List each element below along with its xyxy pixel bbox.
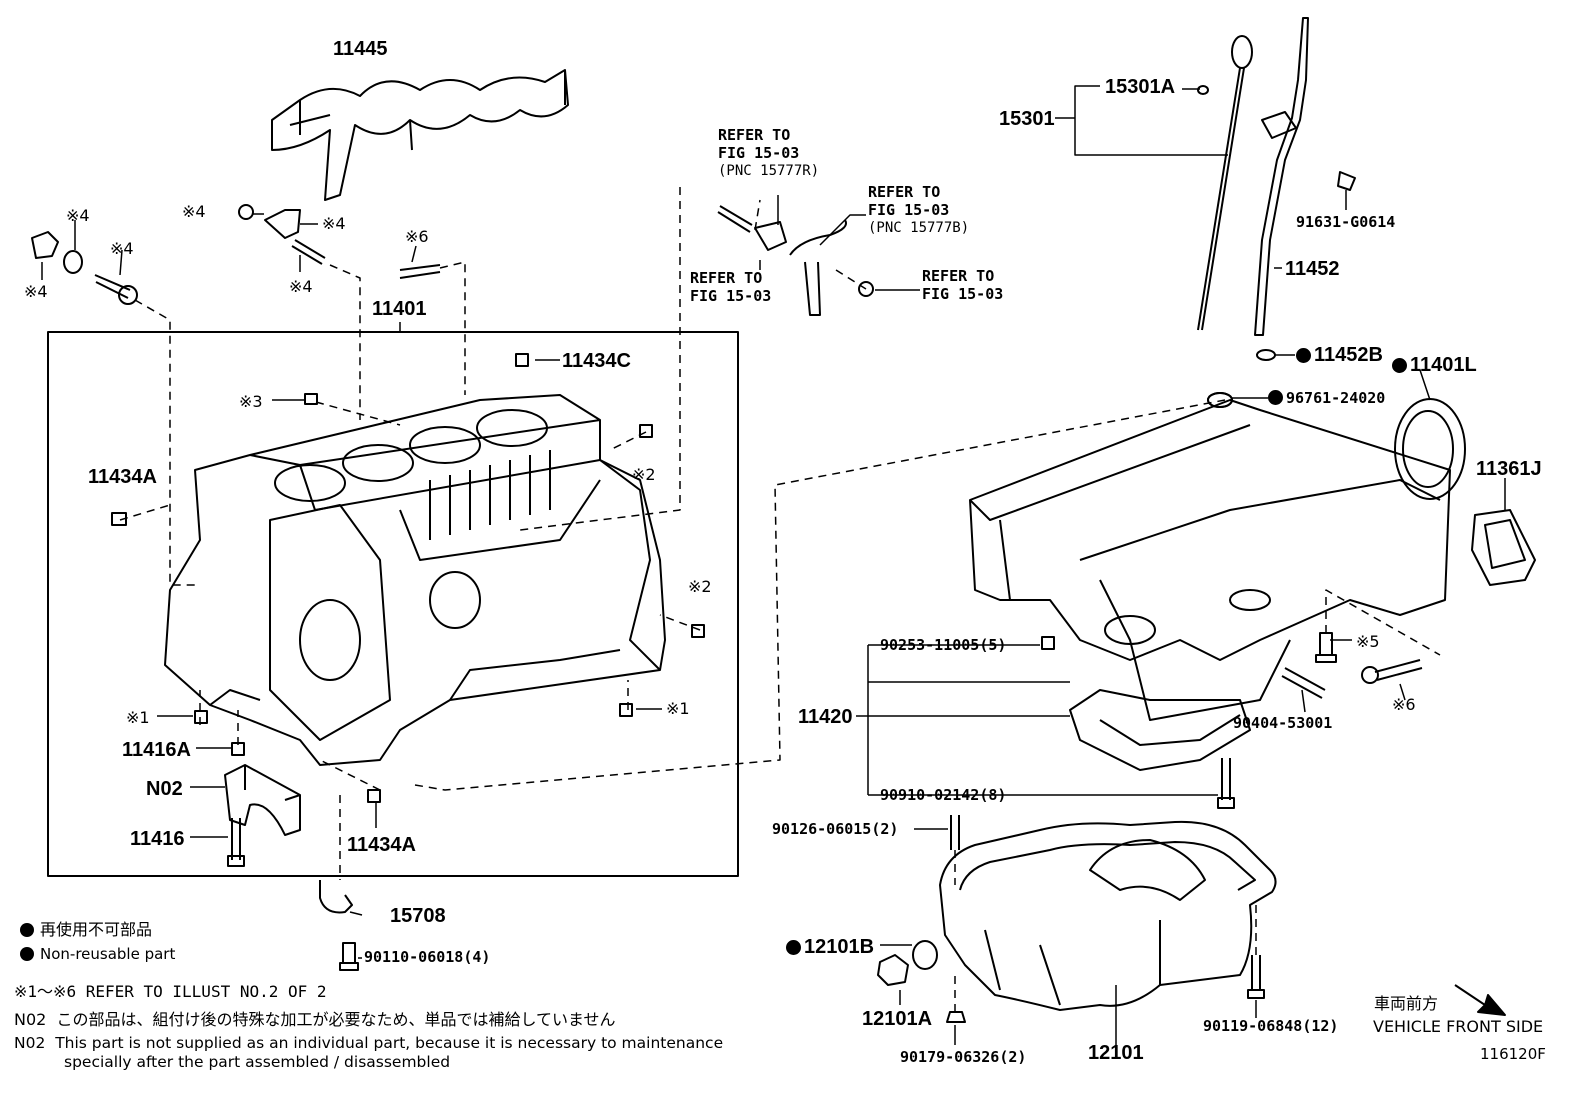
part-label-90404[interactable]: 90404-53001: [1233, 714, 1333, 732]
ref-mark-4: ※4: [110, 239, 134, 258]
part-label-90126[interactable]: 90126-06015(2): [772, 820, 899, 838]
insulator-11445-drawing: [271, 69, 569, 201]
part-label-11401l[interactable]: 11401L: [1392, 354, 1477, 376]
cylinder-block-11401-drawing: [164, 394, 666, 766]
ref-mark-4: ※4: [289, 277, 313, 296]
refer-to-fig-nut[interactable]: REFER TO FIG 15-03: [922, 267, 1004, 303]
non-reusable-dot-icon: [20, 923, 34, 937]
part-label-11420[interactable]: 11420: [798, 706, 853, 728]
bolt-90110-drawing: [339, 942, 359, 971]
n02-note-en: N02 This part is not supplied as an indi…: [14, 1034, 724, 1052]
leader-lines: [41, 85, 1506, 1045]
part-label-11416a[interactable]: 11416A: [122, 739, 191, 761]
refer-to-fig-15777r[interactable]: REFER TO FIG 15-03 (PNC 15777R): [718, 126, 820, 179]
ref-mark-6: ※6: [1392, 695, 1416, 714]
part-label-90253[interactable]: 90253-11005(5): [880, 636, 1007, 654]
ref-mark-4: ※4: [66, 206, 90, 225]
oil-jet-15708-drawing: [319, 880, 353, 914]
part-label-96761[interactable]: 96761-24020: [1268, 389, 1385, 407]
ref-mark-1: ※1: [666, 699, 690, 718]
ref-mark-4: ※4: [24, 282, 48, 301]
figure-id: 116120F: [1480, 1045, 1546, 1063]
refer-to-fig-stud[interactable]: REFER TO FIG 15-03: [690, 269, 772, 305]
refer-to-fig-15777b[interactable]: REFER TO FIG 15-03 (PNC 15777B): [868, 183, 970, 236]
refer-illust-note: ※1～※6 REFER TO ILLUST NO.2 OF 2: [14, 982, 327, 1001]
n02-note-jp: N02 この部品は、組付け後の特殊な加工が必要なため、単品では補給していません: [14, 1010, 616, 1029]
non-reusable-dot-icon: [1296, 348, 1311, 363]
bolt-11416-drawing: [227, 818, 245, 867]
part-label-11452[interactable]: 11452: [1285, 258, 1340, 280]
ref-mark-5: ※5: [1356, 632, 1380, 651]
gasket-12101b-drawing: [912, 940, 938, 970]
small-plugs-drawing: [111, 353, 705, 803]
part-label-11434a-left[interactable]: 11434A: [88, 466, 157, 488]
dipstick-15301-drawing: [1197, 35, 1253, 331]
part-label-11434a-bottom[interactable]: 11434A: [347, 834, 416, 856]
ref-mark-4: ※4: [322, 214, 346, 233]
dipstick-guide-11452-drawing: [1254, 17, 1356, 361]
oil-pan-12101-drawing: [939, 820, 1277, 1011]
part-label-11445[interactable]: 11445: [333, 38, 388, 60]
ref-mark-4: ※4: [182, 202, 206, 221]
part-label-90119[interactable]: 90119-06848(12): [1203, 1017, 1339, 1035]
non-reusable-dot-icon: [1268, 390, 1283, 405]
top-left-fasteners-drawing: [31, 204, 441, 305]
part-label-90110[interactable]: 90110-06018(4): [364, 948, 491, 966]
assembly-dashed-lines: [119, 187, 1441, 1012]
legend-non-reusable-en: Non-reusable part: [20, 945, 175, 964]
ref-mark-2: ※2: [688, 577, 712, 596]
part-label-n02[interactable]: N02: [146, 778, 183, 800]
part-label-12101b[interactable]: 12101B: [786, 936, 874, 958]
vehicle-front-arrow-icon: [1454, 984, 1506, 1016]
part-label-90179[interactable]: 90179-06326(2): [900, 1048, 1027, 1066]
ref-mark-2: ※2: [632, 465, 656, 484]
part-label-12101a[interactable]: 12101A: [862, 1008, 933, 1030]
vehicle-front-label-jp: 車両前方: [1374, 994, 1439, 1013]
non-reusable-dot-icon: [786, 940, 801, 955]
part-label-11434c[interactable]: 11434C: [562, 350, 631, 372]
plug-12101a-drawing: [877, 954, 909, 986]
part-label-11416[interactable]: 11416: [130, 828, 185, 850]
water-outlet-sketch: [717, 205, 874, 316]
cover-11361j-drawing: [1471, 509, 1536, 586]
part-label-11361j[interactable]: 11361J: [1476, 458, 1542, 480]
part-label-91631[interactable]: 91631-G0614: [1296, 213, 1396, 231]
part-label-12101[interactable]: 12101: [1088, 1042, 1144, 1064]
part-label-15301a[interactable]: 15301A: [1105, 76, 1176, 98]
vehicle-front-label-en: VEHICLE FRONT SIDE: [1373, 1017, 1544, 1036]
part-label-15301[interactable]: 15301: [999, 108, 1055, 130]
ref-mark-1: ※1: [126, 708, 150, 727]
o-ring-96761-drawing: [1207, 392, 1233, 408]
bearing-cap-n02-drawing: [224, 764, 301, 836]
ref-mark-6: ※6: [405, 227, 429, 246]
part-label-90910[interactable]: 90910-02142(8): [880, 786, 1007, 804]
non-reusable-dot-icon: [1392, 358, 1407, 373]
part-label-15708[interactable]: 15708: [390, 905, 446, 927]
engine-block-group-frame: [47, 331, 739, 877]
n02-note-en-cont: specially after the part assembled / dis…: [64, 1053, 451, 1071]
non-reusable-dot-icon: [20, 947, 34, 961]
part-label-11401[interactable]: 11401: [372, 298, 427, 320]
crankcase-11420-drawing: [969, 392, 1451, 771]
part-label-11452b[interactable]: 11452B: [1296, 344, 1383, 366]
right-fasteners-drawing: [946, 632, 1423, 1023]
ref-mark-3: ※3: [239, 392, 263, 411]
legend-non-reusable-jp: 再使用不可部品: [20, 920, 152, 939]
oil-seal-11401l-drawing: [1394, 398, 1466, 500]
